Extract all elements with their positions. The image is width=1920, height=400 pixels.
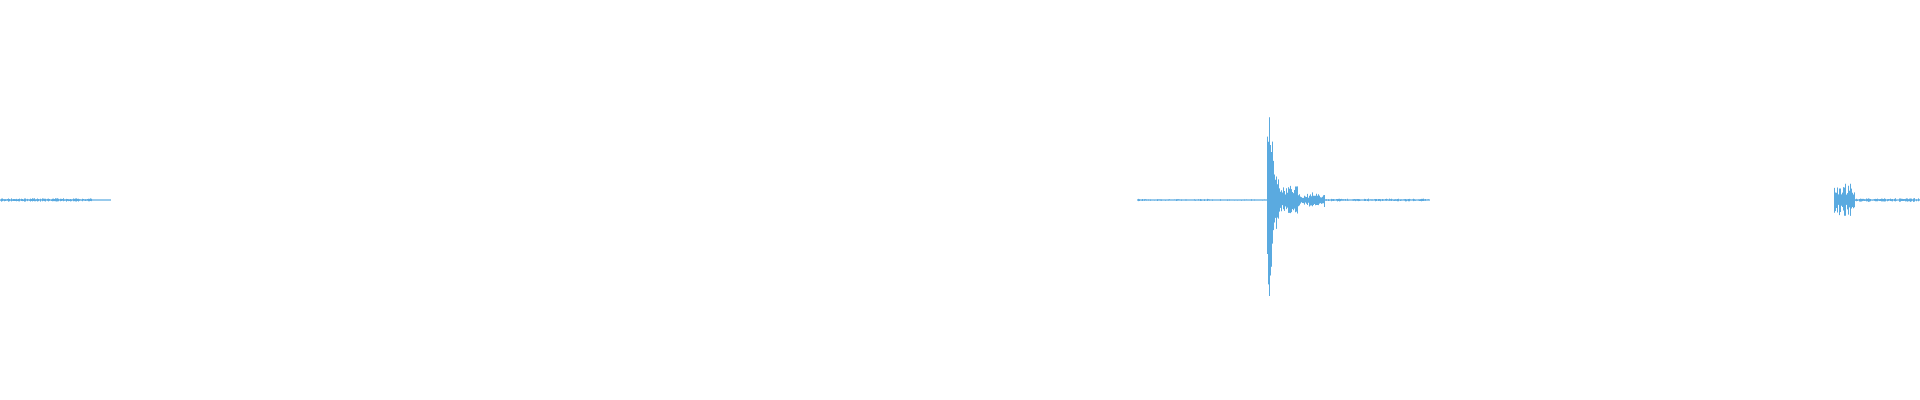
waveform-segment — [1834, 183, 1855, 216]
waveform-segment — [1855, 198, 1920, 202]
waveform-layer — [0, 117, 1920, 297]
waveform-segment — [1298, 192, 1325, 208]
waveform-segment — [1267, 117, 1283, 297]
waveform-segment — [1325, 198, 1430, 202]
waveform-segment — [1137, 198, 1213, 202]
waveform-segment — [92, 199, 111, 201]
waveform-segment — [1283, 185, 1298, 214]
waveform-segment — [0, 198, 92, 202]
waveform-segment — [1213, 199, 1267, 201]
